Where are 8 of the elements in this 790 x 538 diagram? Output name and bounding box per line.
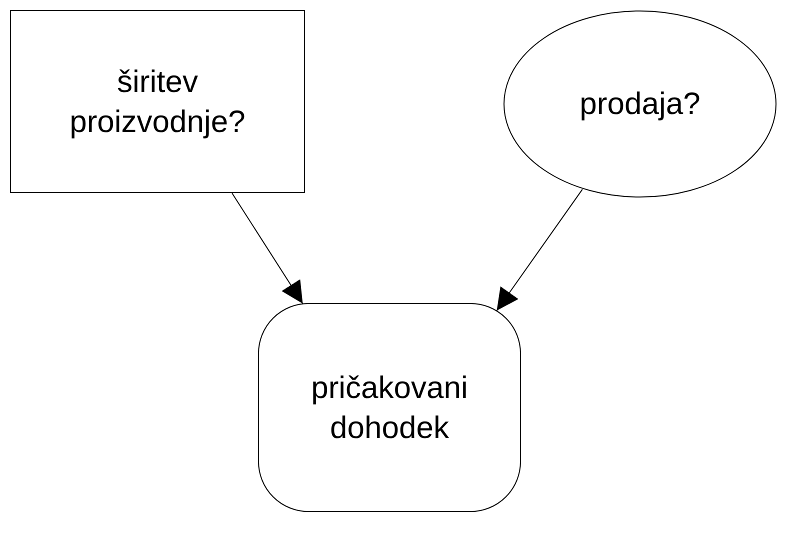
node-label: pričakovani dohodek — [310, 368, 469, 446]
ellipse-node — [503, 10, 777, 198]
arrow — [232, 192, 304, 304]
node-label: širitev proizvodnje? — [68, 62, 246, 140]
arrow — [496, 188, 583, 312]
node-label: prodaja? — [580, 85, 700, 123]
rounded-box — [258, 303, 521, 512]
process-box — [10, 10, 305, 193]
